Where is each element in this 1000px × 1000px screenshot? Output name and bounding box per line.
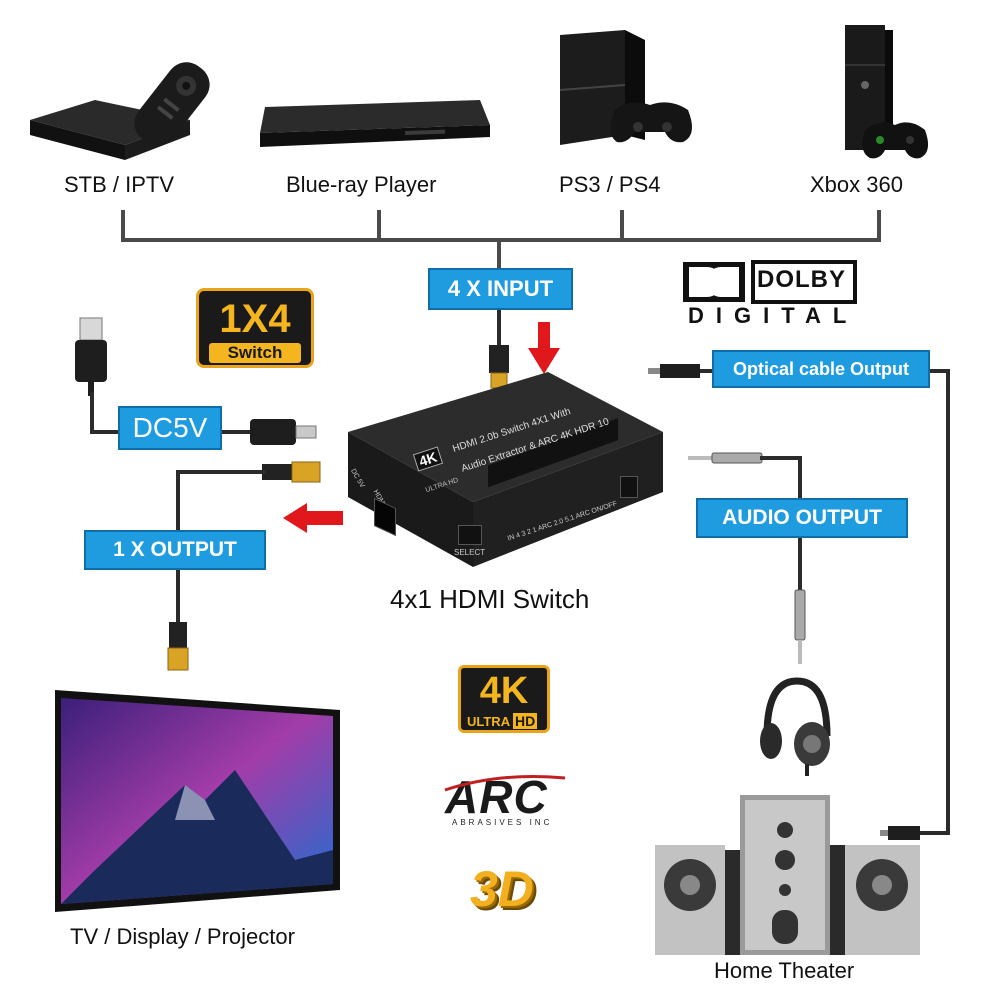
hdmi-switch-device — [348, 372, 663, 567]
input-bracket-xbox — [877, 210, 881, 240]
headphones-icon — [760, 677, 831, 776]
stb-device-image — [30, 62, 210, 160]
tv-label: TV / Display / Projector — [70, 924, 295, 949]
audio-cable-top — [760, 456, 800, 460]
device-label-ps: PS3 / PS4 — [559, 172, 661, 197]
uhd-badge: 4K ULTRA HD — [458, 665, 550, 733]
optical-label: Optical cable Output — [712, 350, 930, 388]
output-hdmi-plug-bottom-icon — [167, 622, 189, 671]
switch-badge-top: 1X4 — [219, 297, 291, 341]
device-label-bluray: Blue-ray Player — [286, 172, 437, 197]
bluray-device-image — [260, 100, 490, 147]
audio-jack-bottom-icon — [794, 589, 806, 664]
switch-name-label: 4x1 HDMI Switch — [390, 584, 590, 614]
xbox-device-image — [845, 25, 929, 159]
input-bracket-ps — [620, 210, 624, 240]
device-select-label: SELECT — [454, 548, 486, 557]
switch-badge-bottom: Switch — [209, 343, 301, 363]
output-red-arrow-icon — [283, 503, 343, 533]
device-label-xbox: Xbox 360 — [810, 172, 903, 197]
tv-display-image — [55, 690, 340, 912]
uhd-hd-text: HD — [513, 713, 538, 729]
home-theater-speakers-image — [655, 795, 920, 955]
switch-badge: 1X4 Switch — [196, 288, 314, 368]
optical-cable-right — [946, 369, 950, 835]
dolby-bottom-text: DIGITAL — [688, 303, 859, 328]
input-red-arrow-icon — [528, 322, 560, 374]
select-button[interactable] — [458, 525, 482, 545]
home-theater-label: Home Theater — [714, 958, 855, 983]
input-bracket-horizontal — [121, 238, 881, 242]
input-bracket-bluray — [377, 210, 381, 240]
output-cable-top — [176, 470, 266, 474]
audio-label: AUDIO OUTPUT — [696, 498, 908, 538]
arc-logo-swoosh — [444, 775, 566, 792]
usb-plug-icon — [75, 317, 107, 396]
optical-plug-bottom-icon — [880, 826, 920, 840]
device-label-stb: STB / IPTV — [64, 172, 175, 197]
dc-cable-vertical — [90, 392, 94, 432]
input-hdmi-plug-icon — [489, 345, 509, 389]
uhd-4k-text: 4K — [479, 670, 529, 712]
input-label: 4 X INPUT — [428, 268, 573, 310]
arc-onoff-button[interactable] — [620, 476, 638, 498]
dolby-digital-logo — [683, 260, 857, 304]
micro-usb-plug-icon — [250, 419, 317, 445]
arc-logo-subtext: ABRASIVES INC — [452, 818, 553, 827]
input-bracket-drop — [497, 240, 501, 268]
dc-label: DC5V — [118, 406, 222, 450]
output-hdmi-plug-top-icon — [262, 461, 321, 483]
input-bracket-stb — [121, 210, 125, 240]
playstation-device-image — [559, 30, 692, 145]
optical-plug-top-icon — [648, 364, 700, 378]
input-cable — [497, 310, 501, 350]
output-label: 1 X OUTPUT — [84, 530, 266, 570]
three-d-logo: 3D — [470, 861, 534, 917]
dolby-top-text: DOLBY — [757, 266, 846, 293]
optical-cable-bottom — [910, 831, 950, 835]
uhd-ultra-text: ULTRA — [467, 714, 511, 729]
